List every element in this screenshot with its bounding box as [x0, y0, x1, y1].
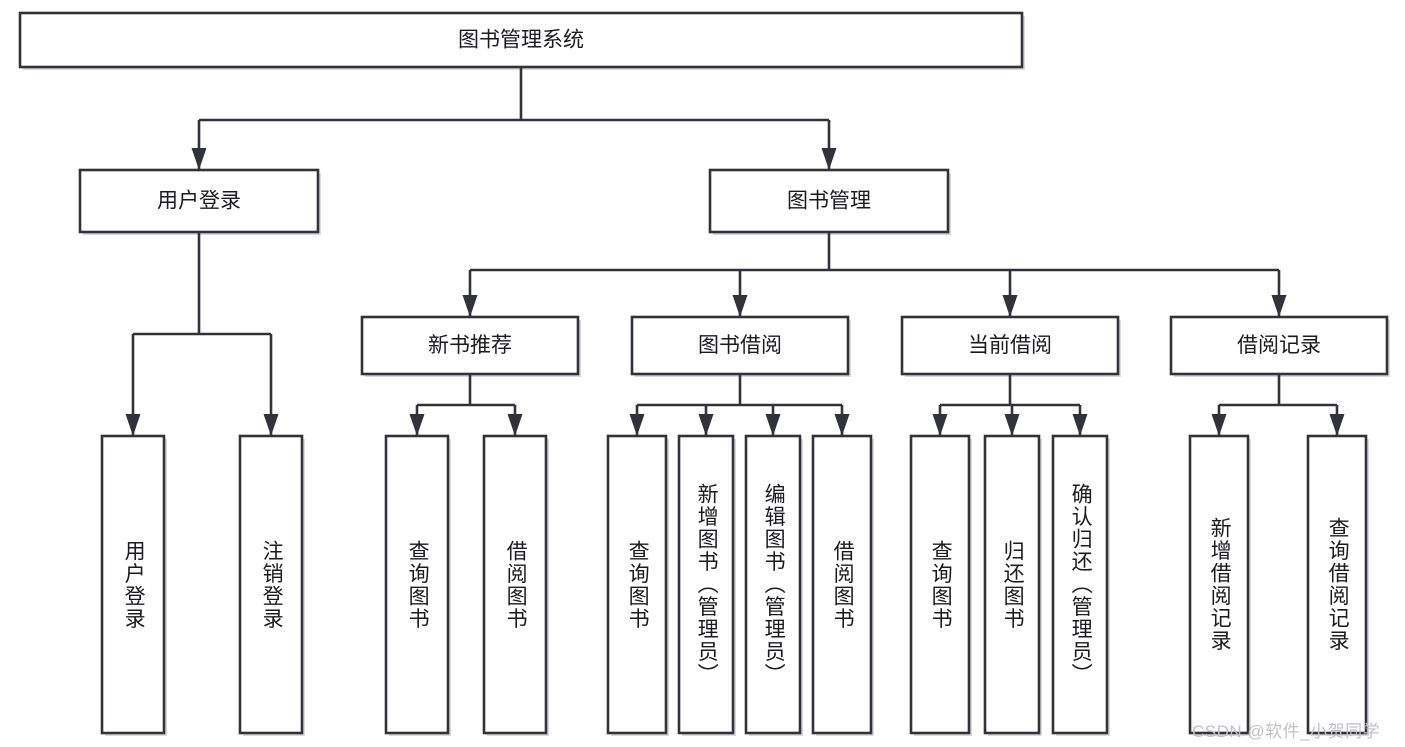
node-box-book-borrow[interactable]: [630, 315, 850, 376]
arrow-head-icon-leaf-query-book-2: [629, 414, 645, 436]
node-box-root[interactable]: [18, 11, 1024, 69]
node-box-leaf-query-book-1[interactable]: [384, 434, 450, 735]
arrow-head-icon-user-login: [191, 148, 207, 170]
arrow-head-icon-leaf-add-record: [1211, 414, 1227, 436]
node-box-user-login[interactable]: [78, 168, 320, 234]
node-label-book-manage: 图书管理: [787, 190, 871, 213]
node-box-leaf-query-book-3[interactable]: [909, 434, 971, 735]
node-box-current-borrow[interactable]: [900, 315, 1120, 376]
node-box-leaf-edit-book[interactable]: [744, 434, 802, 735]
node-box-leaf-add-record[interactable]: [1188, 434, 1250, 735]
arrow-head-icon-book-borrow: [732, 295, 748, 317]
arrow-head-icon-leaf-edit-book: [765, 414, 781, 436]
connector-layer: [125, 67, 1345, 436]
arrow-head-icon-leaf-query-record: [1329, 414, 1345, 436]
node-label-user-login: 用户登录: [157, 190, 241, 213]
arrow-head-icon-leaf-query-book-1: [409, 414, 425, 436]
node-box-leaf-user-login[interactable]: [100, 434, 166, 735]
arrow-head-icon-leaf-confirm-return: [1072, 414, 1088, 436]
node-box-new-book-recommend[interactable]: [360, 315, 580, 376]
node-box-leaf-borrow-book-1[interactable]: [482, 434, 548, 735]
arrow-head-icon-leaf-borrow-book-2: [834, 414, 850, 436]
node-box-leaf-logout[interactable]: [238, 434, 304, 735]
arrow-head-icon-leaf-user-login: [125, 414, 141, 436]
arrow-head-icon-leaf-logout: [263, 414, 279, 436]
node-box-book-manage[interactable]: [708, 168, 950, 234]
arrow-head-icon-new-book-recommend: [462, 295, 478, 317]
arrow-head-icon-book-manage: [821, 148, 837, 170]
arrow-head-icon-borrow-record: [1271, 295, 1287, 317]
node-label-root: 图书管理系统: [458, 29, 584, 52]
node-box-leaf-query-book-2[interactable]: [606, 434, 668, 735]
box-layer: [18, 11, 1389, 735]
node-box-borrow-record[interactable]: [1169, 315, 1389, 376]
arrow-head-icon-leaf-add-book: [698, 414, 714, 436]
node-label-borrow-record: 借阅记录: [1237, 334, 1321, 357]
node-box-leaf-borrow-book-2[interactable]: [811, 434, 873, 735]
arrow-head-icon-current-borrow: [1002, 295, 1018, 317]
arrow-head-icon-leaf-query-book-3: [932, 414, 948, 436]
node-label-new-book-recommend: 新书推荐: [428, 334, 512, 357]
node-box-leaf-query-record[interactable]: [1306, 434, 1368, 735]
node-box-leaf-add-book[interactable]: [677, 434, 735, 735]
node-label-current-borrow: 当前借阅: [968, 334, 1052, 357]
arrow-head-icon-leaf-return-book: [1004, 414, 1020, 436]
node-box-leaf-return-book[interactable]: [983, 434, 1041, 735]
node-label-book-borrow: 图书借阅: [698, 334, 782, 357]
csdn-watermark: CSDN @软件_小贺同学: [1192, 722, 1381, 741]
arrow-head-icon-leaf-borrow-book-1: [507, 414, 523, 436]
node-box-leaf-confirm-return[interactable]: [1051, 434, 1109, 735]
